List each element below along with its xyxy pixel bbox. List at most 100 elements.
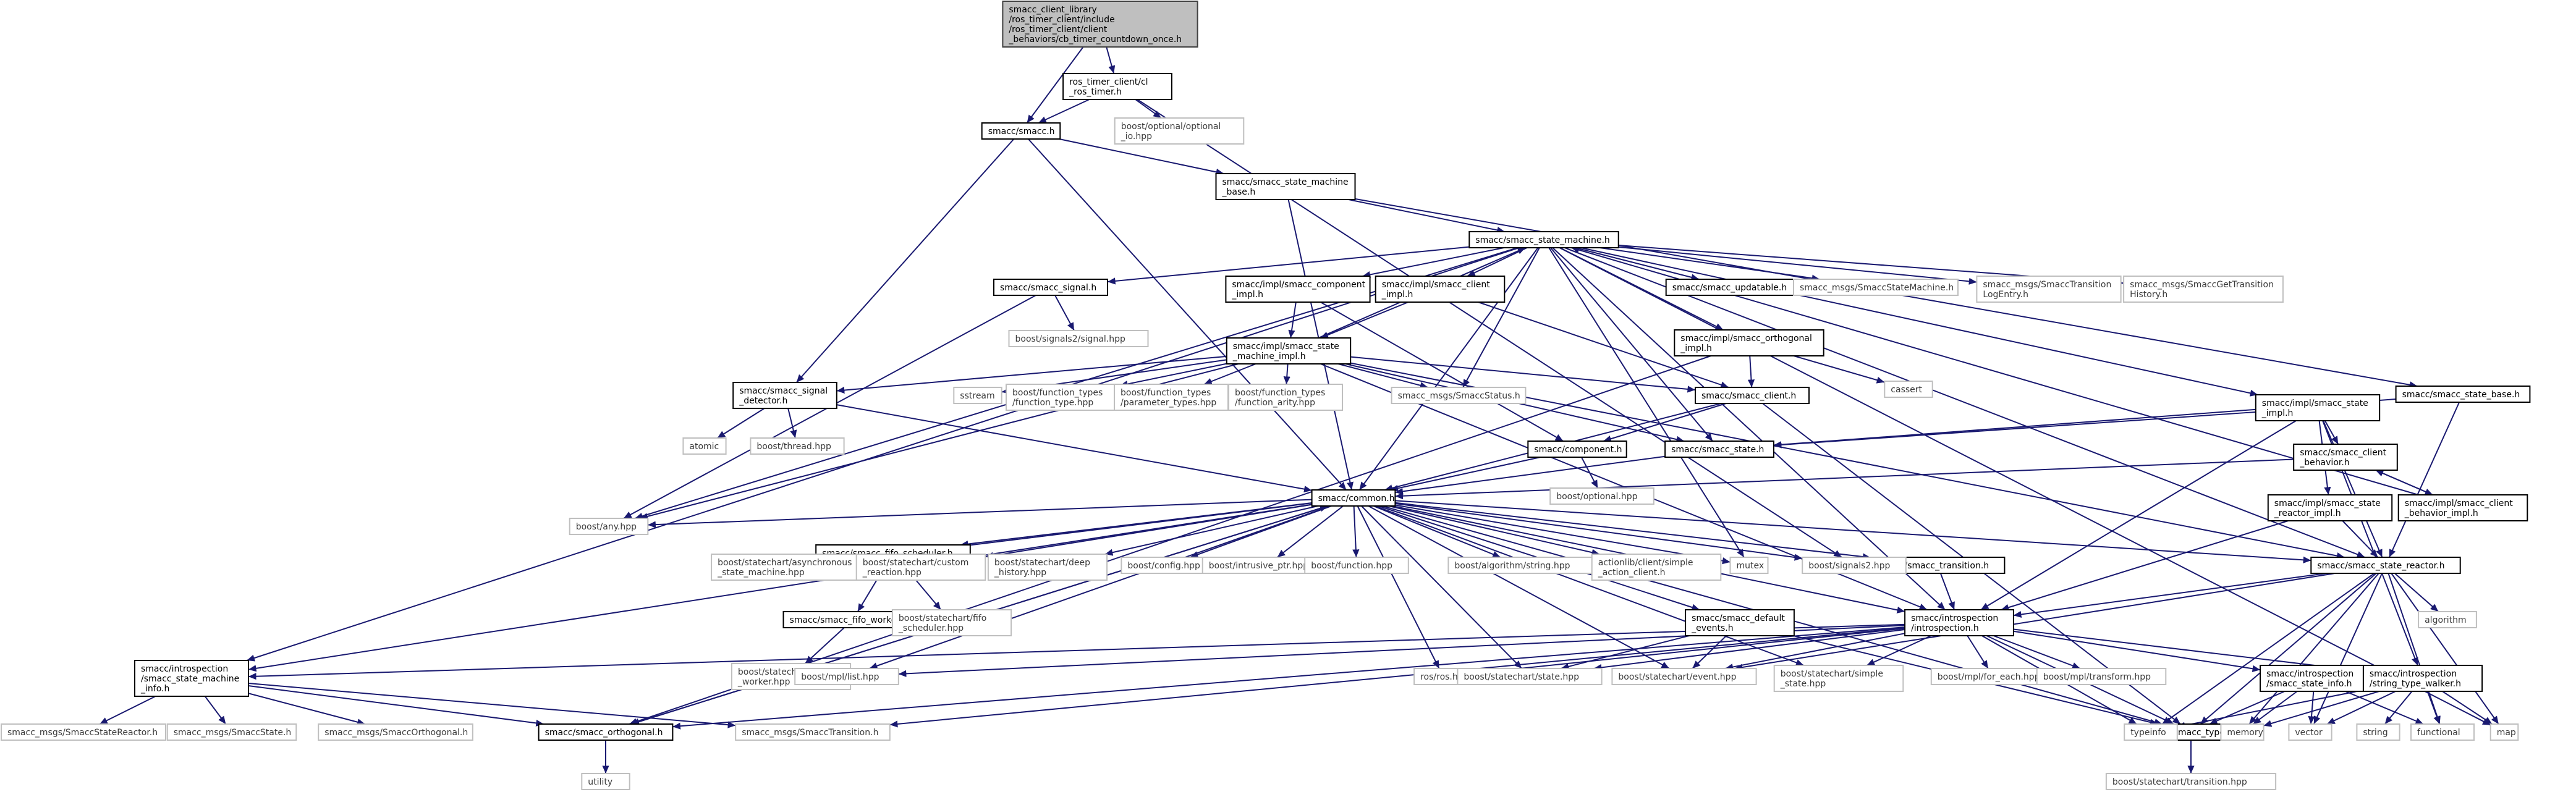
node-reactor-h[interactable]: smacc/smacc_state_reactor.h	[2310, 557, 2461, 574]
edge	[1357, 505, 1440, 669]
node-label-line: smacc/smacc_orthogonal.h	[545, 728, 663, 738]
edge	[1692, 635, 1727, 669]
node-comp-impl[interactable]: smacc/impl/smacc_component_impl.h	[1225, 276, 1371, 303]
node-box	[2255, 394, 2381, 421]
edge-state-impl-to-reactor-h	[2323, 420, 2383, 558]
node-common-h[interactable]: smacc/common.h	[1311, 489, 1396, 507]
node-label-line: typeinfo	[2130, 728, 2166, 738]
node-client-h[interactable]: smacc/smacc_client.h	[1695, 387, 1810, 404]
edge-sm-info-to-msg-reactor	[99, 696, 156, 725]
edge	[2345, 691, 2424, 725]
edge-client-h-to-component-h	[1603, 403, 1727, 442]
edge-sm-h-to-state-impl	[1580, 247, 2258, 397]
edge-default-events-to-sc-event	[1692, 635, 1727, 669]
node-box	[1773, 665, 1904, 692]
node-state-impl[interactable]: smacc/impl/smacc_state_impl.h	[2255, 394, 2381, 421]
edge-fifo-worker-to-sc-fifo-worker	[805, 627, 845, 664]
edge	[1337, 363, 1428, 389]
node-string-walker[interactable]: smacc/introspection/string_type_walker.h	[2362, 665, 2483, 692]
node-box	[2124, 723, 2178, 741]
edge	[889, 627, 1905, 728]
node-sm-impl[interactable]: smacc/impl/smacc_state_machine_impl.h	[1226, 337, 1352, 365]
node-box	[2267, 494, 2393, 521]
node-label-line: smacc/smacc_state_reactor.h	[2317, 561, 2444, 571]
node-label-line: smacc/impl/smacc_component	[1232, 280, 1365, 290]
node-sig-detector[interactable]: smacc/smacc_signal_detector.h	[732, 382, 837, 409]
node-label-line: _action_client.h	[1598, 568, 1666, 578]
node-orthogonal-h[interactable]: smacc/smacc_orthogonal.h	[538, 723, 674, 741]
node-client-impl[interactable]: smacc/impl/smacc_client_impl.h	[1375, 276, 1506, 303]
node-label-line: smacc/introspection	[2370, 669, 2457, 679]
edge	[717, 408, 765, 439]
edge	[869, 505, 1331, 670]
node-label-line: _ros_timer.h	[1069, 87, 1122, 97]
node-sc-deep: boost/statechart/deep_history.hpp	[987, 554, 1108, 581]
node-ros-timer[interactable]: ros_timer_client/cl_ros_timer.h	[1062, 73, 1172, 100]
edge-sm-impl-to-sig-detector	[836, 355, 1227, 394]
edge	[1320, 301, 1564, 442]
node-box	[538, 723, 674, 741]
edge-common-h-to-roscpp	[1357, 505, 1440, 669]
edge	[1362, 247, 1504, 279]
node-label-line: boost/function.hpp	[1311, 561, 1392, 571]
edge	[787, 408, 797, 439]
edge	[1390, 457, 1541, 492]
node-sm-h[interactable]: smacc/smacc_state_machine.h	[1468, 231, 1619, 248]
edge	[2384, 691, 2413, 725]
edge	[1793, 355, 1885, 384]
edge-common-h-to-boost-any	[648, 499, 1312, 528]
edge	[1618, 246, 1977, 285]
node-state-info[interactable]: smacc/introspection/smacc_state_info.h	[2260, 665, 2370, 692]
node-label-line: smacc/smacc_updatable.h	[1672, 283, 1787, 293]
node-actionlib: actionlib/client/simple_action_client.h	[1591, 554, 1722, 581]
node-label-line: actionlib/client/simple	[1598, 558, 1693, 568]
node-label-line: smacc/smacc_state_machine.h	[1475, 235, 1609, 245]
edge-introspection-h-to-mpl-for-each	[1967, 635, 1989, 669]
edge-common-h-to-sc-state	[1361, 505, 1522, 669]
node-box	[987, 554, 1108, 581]
node-label-line: memory	[2227, 728, 2263, 738]
node-label-line: smacc/impl/smacc_client	[2405, 499, 2514, 508]
node-introspection-h[interactable]: smacc/introspection/introspection.h	[1904, 609, 2014, 636]
node-label-line: /function_arity.hpp	[1235, 398, 1315, 408]
node-label-line: vector	[2295, 728, 2323, 738]
node-client-behavior[interactable]: smacc/smacc_client_behavior.h	[2293, 444, 2398, 471]
node-orth-impl[interactable]: smacc/impl/smacc_orthogonal_impl.h	[1674, 329, 1824, 356]
node-state-h[interactable]: smacc/smacc_state.h	[1664, 440, 1774, 458]
edge-introspection-h-to-sc-simple-state	[1866, 635, 1931, 666]
node-default-events[interactable]: smacc/smacc_default_events.h	[1685, 609, 1795, 636]
node-box	[1311, 489, 1396, 507]
edge	[648, 499, 1312, 528]
edge	[248, 504, 1312, 672]
edge	[1548, 247, 1745, 558]
node-box	[2220, 723, 2265, 741]
node-signal-h[interactable]: smacc/smacc_signal.h	[993, 279, 1108, 296]
node-map: map	[2489, 723, 2519, 741]
node-state-base[interactable]: smacc/smacc_state_base.h	[2395, 386, 2531, 403]
edge	[1350, 356, 1696, 393]
node-reactor-impl[interactable]: smacc/impl/smacc_state_reactor_impl.h	[2267, 494, 2393, 521]
node-sc-event: boost/statechart/event.hpp	[1611, 668, 1757, 685]
node-sm-base[interactable]: smacc/smacc_state_machine_base.h	[1215, 173, 1356, 200]
node-smacc-h[interactable]: smacc/smacc.h	[981, 122, 1061, 140]
edge-signal-h-to-boost-signal-hpp	[1054, 295, 1075, 331]
node-main[interactable]: smacc_client_library/ros_timer_client/in…	[1002, 1, 1198, 48]
node-label-line: smacc_msgs/SmaccStatus.h	[1398, 391, 1520, 401]
node-cb-impl[interactable]: smacc/impl/smacc_client_behavior_impl.h	[2397, 494, 2528, 521]
node-box	[1468, 231, 1619, 248]
node-sm-info[interactable]: smacc/introspection/smacc_state_machine_…	[134, 660, 249, 697]
edge-sm-h-to-sm-info	[247, 247, 1520, 662]
node-box	[1976, 276, 2122, 303]
node-updatable[interactable]: smacc/smacc_updatable.h	[1665, 279, 1796, 296]
node-label-line: smacc_msgs/SmaccTransition.h	[742, 728, 878, 738]
node-box	[1527, 440, 1627, 458]
edge	[1375, 505, 1804, 666]
edge-string-walker-to-string	[2384, 691, 2413, 725]
edge-common-h-to-actionlib	[1388, 505, 1600, 556]
node-component-h[interactable]: smacc/component.h	[1527, 440, 1627, 458]
node-label-line: ros/ros.h	[1420, 672, 1458, 682]
node-box	[1729, 557, 1769, 574]
node-label-line: _base.h	[1222, 187, 1256, 197]
node-label-line: boost/config.hpp	[1127, 561, 1200, 571]
edge-common-h-to-sc-simple-state	[1375, 505, 1804, 666]
